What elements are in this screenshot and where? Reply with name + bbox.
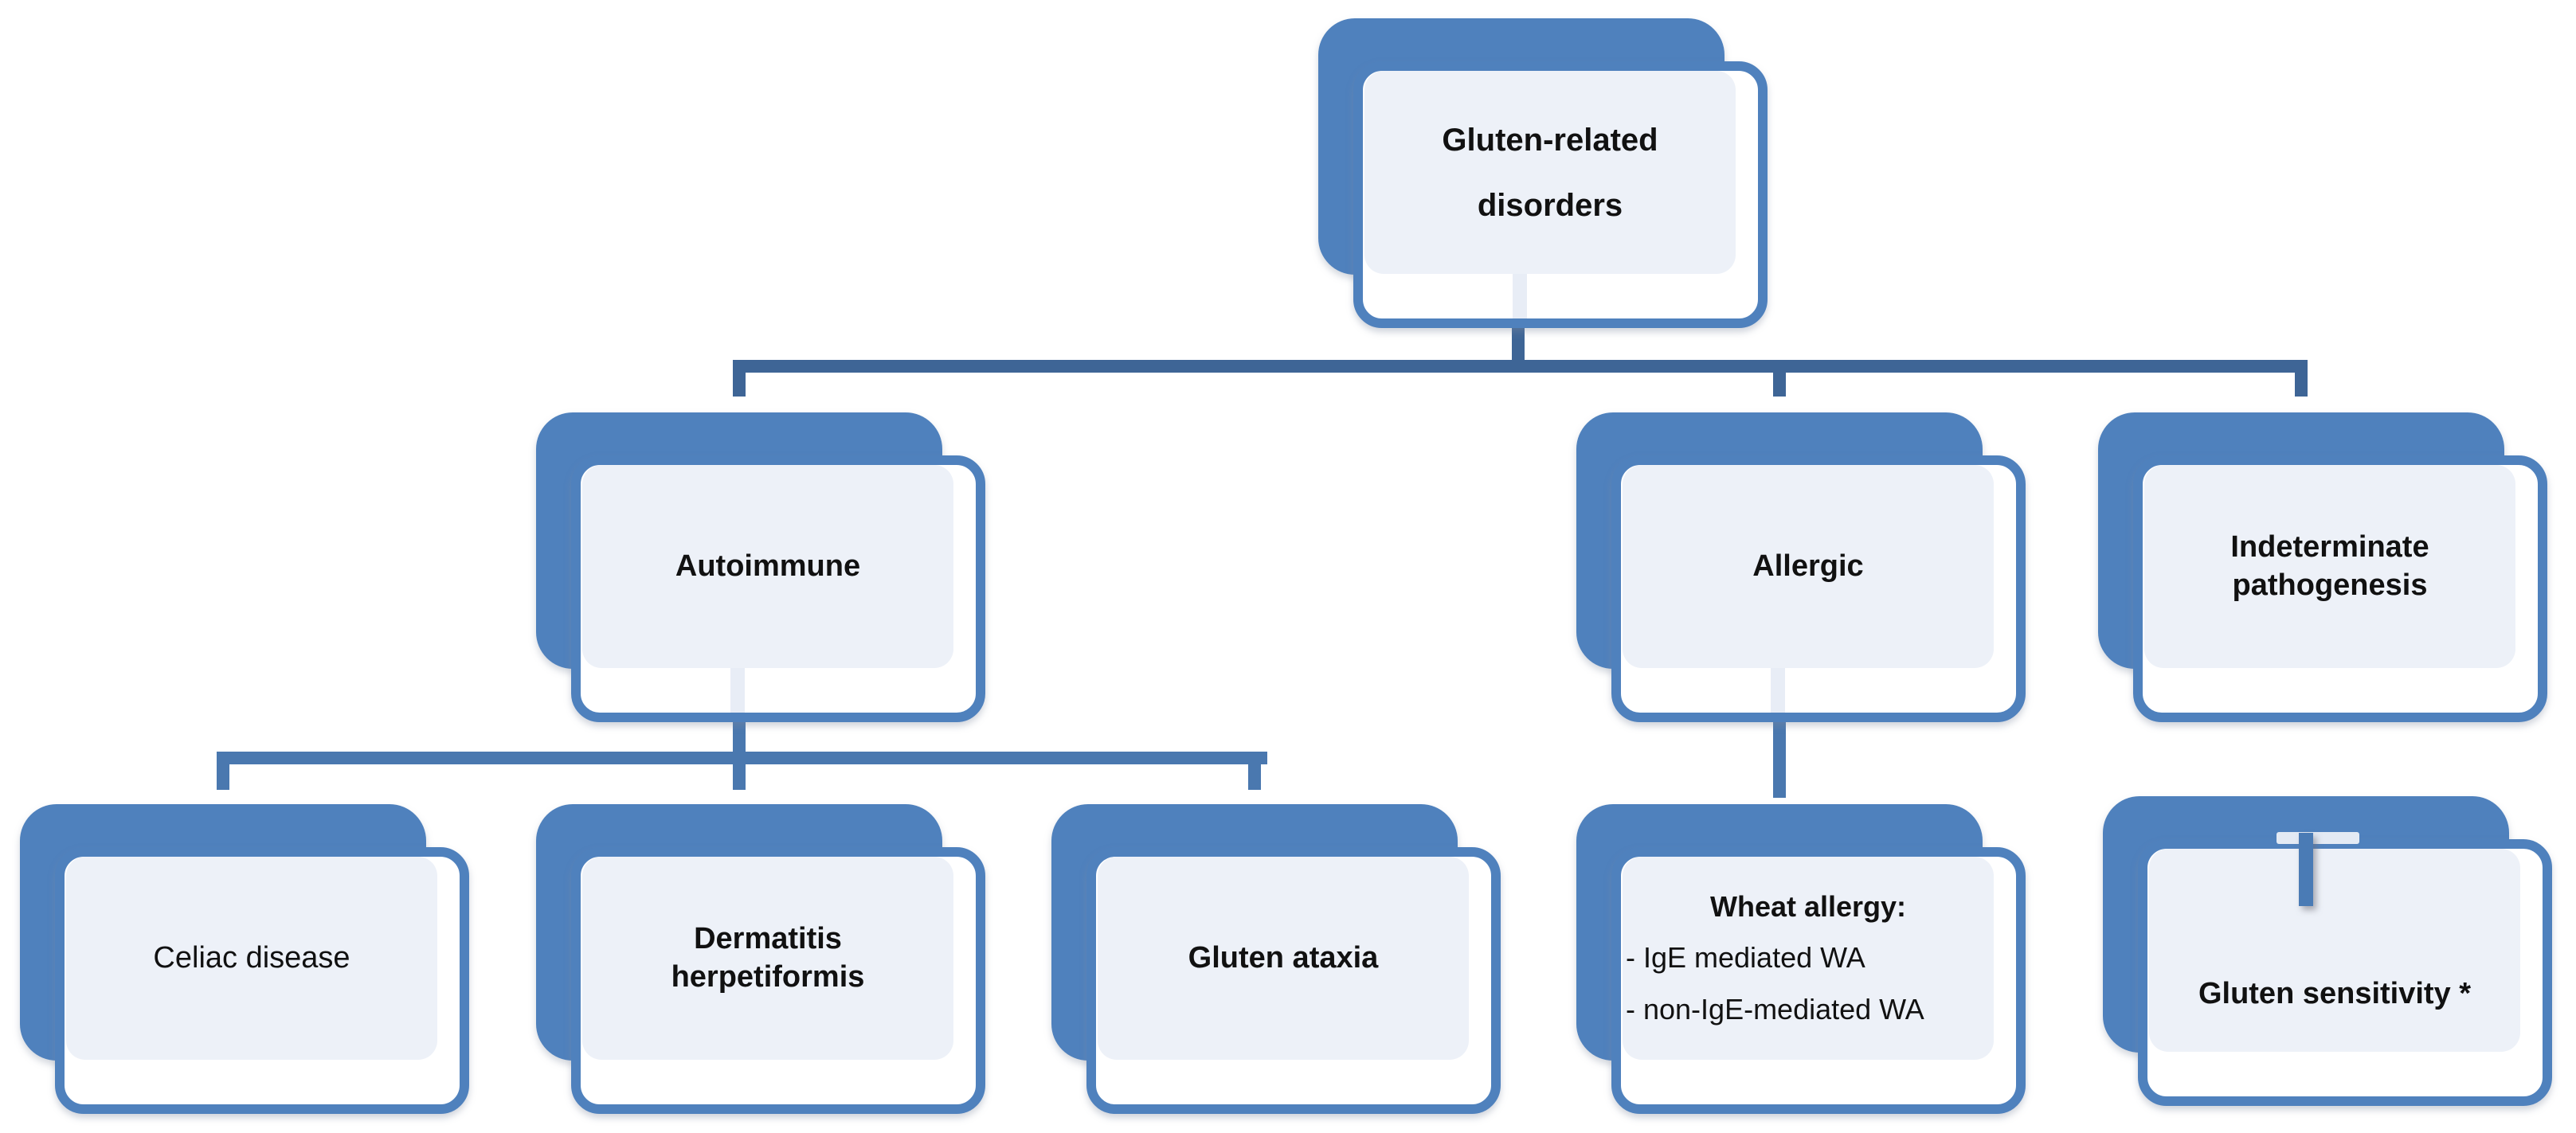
node-label: Autoimmune [675,549,861,583]
node-body: Celiac disease [55,847,469,1114]
node-body: Indeterminate pathogenesis [2133,455,2547,722]
node-gluten-related-disorders: Gluten-related disorders [1318,18,1768,328]
node-gluten-ataxia: Gluten ataxia [1051,804,1501,1114]
connector-drop-indeterminate [2295,371,2308,397]
connector-drop-autoimmune [733,371,746,397]
connector-stub-light [730,668,745,713]
connector-level1-bar [733,360,2308,373]
node-celiac-disease: Celiac disease [20,804,469,1114]
wheat-allergy-heading: Wheat allergy: [1709,890,1907,924]
node-wheat-allergy: Wheat allergy: - IgE mediated WA - non-I… [1576,804,2026,1114]
node-label: Gluten-related disorders [1364,71,1736,274]
node-body: Autoimmune [571,455,985,722]
node-panel [2149,849,2520,1052]
connector-root-stem [1512,325,1525,361]
node-label: Wheat allergy: - IgE mediated WA - non-I… [1623,857,1994,1060]
node-label: Indeterminate pathogenesis [2144,465,2515,668]
label-line-1: Gluten-related [1442,122,1658,158]
node-label: Dermatitis herpetiformis [582,857,953,1060]
connector-gluten-sensitivity-notch [2277,832,2359,844]
connector-drop-dermatitis [733,763,746,790]
node-panel [1623,465,1994,668]
node-panel [1623,857,1994,1060]
node-body: Dermatitis herpetiformis [571,847,985,1114]
label-line-2: disorders [1477,187,1623,223]
node-panel [1364,71,1736,274]
node-body: Gluten ataxia [1086,847,1501,1114]
node-label: Gluten sensitivity * [2198,976,2472,1010]
connector-allergic-to-wheat-allergy [1773,719,1786,798]
node-panel [1098,857,1469,1060]
node-body: Gluten sensitivity * [2138,839,2552,1106]
node-body: Wheat allergy: - IgE mediated WA - non-I… [1611,847,2026,1114]
connector-drop-allergic [1773,371,1786,397]
node-body: Gluten-related disorders [1353,61,1768,328]
node-gluten-sensitivity: Gluten sensitivity * [2103,796,2552,1106]
node-panel [582,857,953,1060]
connector-drop-gluten-ataxia [1248,763,1261,790]
label-line-1: Dermatitis [694,922,842,955]
label-line-1: Indeterminate [2230,530,2429,564]
connector-stub-light [1771,668,1785,713]
node-body: Allergic [1611,455,2026,722]
node-panel [2144,465,2515,668]
node-label: Celiac disease [153,940,350,975]
label-line-2: herpetiformis [671,959,865,994]
node-label: Gluten ataxia [1188,940,1379,975]
connector-autoimmune-stem [733,719,746,753]
node-autoimmune: Autoimmune [536,412,985,722]
node-allergic: Allergic [1576,412,2026,722]
wheat-allergy-item-non-ige: - non-IgE-mediated WA [1626,992,1924,1026]
node-panel [582,465,953,668]
node-panel [66,857,437,1060]
node-indeterminate-pathogenesis: Indeterminate pathogenesis [2098,412,2547,722]
connector-level2-bar [217,752,1267,764]
node-dermatitis-herpetiformis: Dermatitis herpetiformis [536,804,985,1114]
wheat-allergy-item-ige: - IgE mediated WA [1626,941,1865,975]
connector-indeterminate-to-gluten-sensitivity [2299,833,2313,906]
label-line-2: pathogenesis [2232,568,2428,602]
connector-stub-light [1513,274,1527,318]
connector-drop-celiac [217,763,229,790]
node-label: Allergic [1752,549,1864,583]
